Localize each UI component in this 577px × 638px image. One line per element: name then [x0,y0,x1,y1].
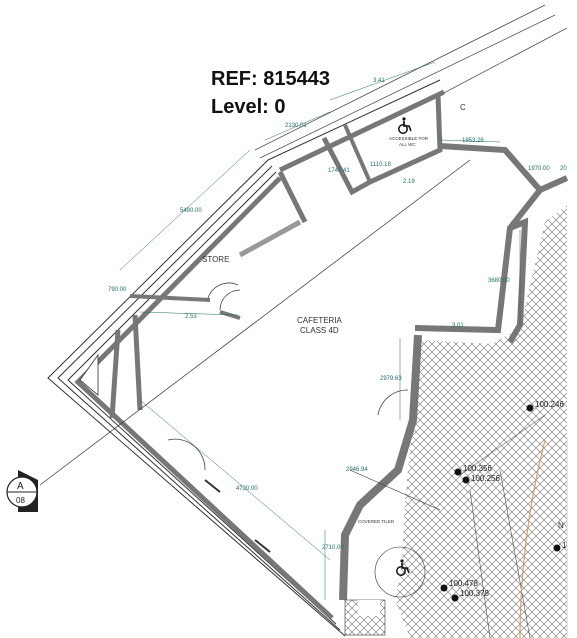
svg-text:100.356: 100.356 [463,464,492,473]
svg-text:100.256: 100.256 [471,474,500,483]
door-swing [377,389,409,416]
site-boundary-line [439,27,568,96]
elevation-marker: 100.356 [454,464,492,476]
elevation-marker: 1 [553,541,567,552]
dimension-text: 790.00 [108,287,127,293]
store-partition [238,219,302,258]
dimension-text: 2130.01 [285,123,307,129]
property-boundary-curve [519,439,546,638]
room-label-cafeteria: CAFETERIA [297,316,343,325]
interior-wall [343,124,372,183]
ref-number: REF: 815443 [211,68,330,90]
interior-wall [277,170,308,224]
room-label-accessible-wc: ALL WC [399,142,416,147]
room-label-class: CLASS 4D [300,326,339,335]
store-front-wall [129,294,211,302]
dimension-text: 20 [560,166,567,172]
pavement-line [469,489,491,638]
door-swing [167,438,206,471]
edge-letter: C [460,103,466,112]
door-swing [219,289,241,311]
level-label: Level: 0 [211,96,286,118]
interior-wall [321,136,372,196]
elevation-marker: 100.478 [440,579,478,592]
dimension-text: 2979.63 [380,376,402,382]
east-wall [414,143,544,334]
dimension-text: 1953.26 [462,138,484,144]
dimension-text: 3.41 [373,78,385,84]
dimension-line [139,399,331,561]
elevation-marker: 100.246 [526,400,564,412]
svg-text:100.246: 100.246 [535,400,564,409]
east-wall [339,334,422,601]
dimension-line [119,149,251,271]
site-boundary-line [259,14,556,159]
dimension-text: 4720.00 [236,486,258,492]
dimension-text: 3.01 [452,323,464,329]
site-boundary-line [254,4,546,151]
top-wall [278,89,446,173]
dimension-line [139,311,239,316]
east-wall [538,175,569,193]
dimension-text: 1970.00 [528,166,550,172]
dimension-text: 1747.41 [328,168,350,174]
window [204,479,221,493]
outer-wall [67,171,337,625]
wheelchair-icon [398,117,412,134]
interior-wall [109,329,121,419]
svg-text:100.378: 100.378 [460,589,489,598]
room-label-accessible-wc: ACCESSIBLE FOR [389,136,429,141]
interior-wall [368,94,443,185]
column [79,353,99,396]
dimension-text: 5480.00 [180,208,202,214]
section-cut-line [39,159,471,486]
outer-wall [47,159,346,637]
pavement-line [459,414,546,476]
outer-wall [74,176,334,620]
meter-room-label-bg [358,600,380,616]
top-wall [267,79,441,161]
outer-wall [57,165,341,631]
dimension-text: 3680.00 [488,278,510,284]
dimension-line [264,111,331,141]
door-swing [207,282,239,299]
hatched-paving-area [395,205,567,638]
svg-text:1: 1 [562,541,567,550]
window [254,539,271,553]
dimension-line [329,61,436,101]
pavement-line [499,469,531,638]
section-marker-letter: A [17,481,24,492]
section-marker-number: 08 [16,496,25,505]
dimension-text: 2.53 [185,314,197,320]
dimension-text: 1110.18 [370,162,391,168]
dimension-text: 2710.00 [322,545,344,551]
east-wall [507,217,529,344]
turning-circle [374,546,426,598]
dimension-text: 2.19 [403,179,415,185]
pavement-line [349,469,441,511]
section-marker: A 08 [6,470,38,512]
elevation-marker: 100.378 [451,589,489,602]
dimension-text: 2946.94 [346,467,368,473]
edge-letter: N [558,521,564,530]
dimension-line [439,139,501,143]
interior-wall [132,314,143,411]
svg-text:100.478: 100.478 [449,579,478,588]
area-label-covered: COVERED TILED [358,519,395,524]
elevation-marker: 100.256 [462,474,500,484]
wheelchair-icon [396,559,410,576]
room-label-store: STORE [202,255,229,264]
